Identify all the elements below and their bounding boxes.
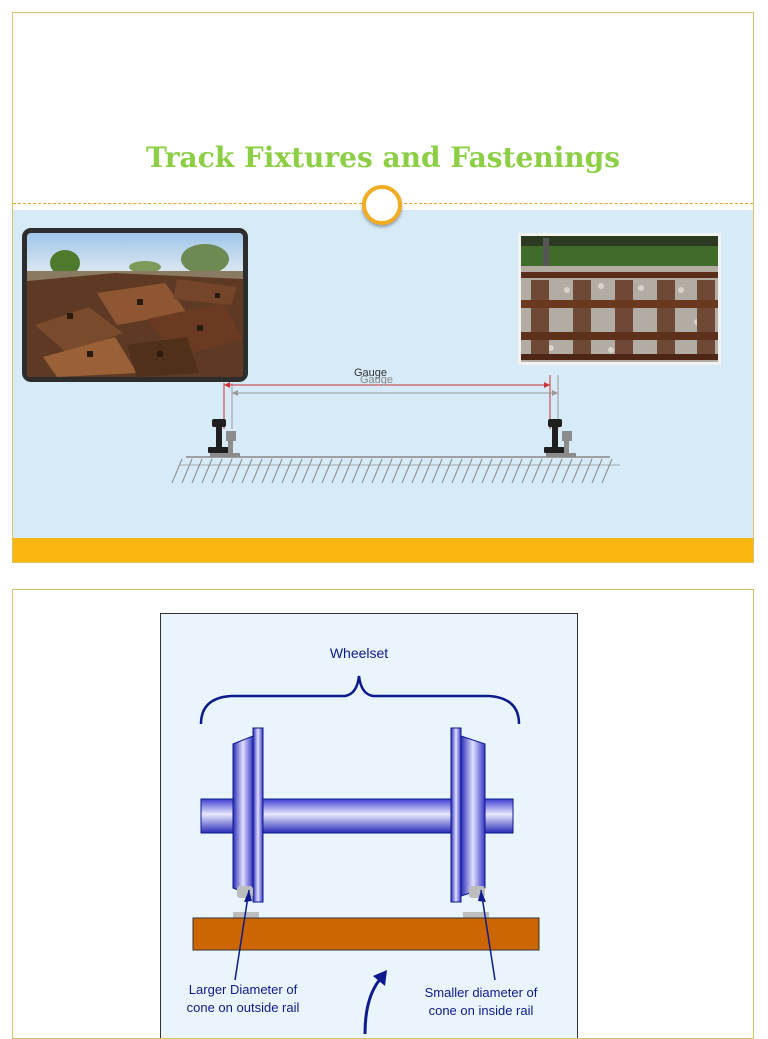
right-caption-line2: cone on inside rail <box>429 1003 534 1018</box>
slide-2: Wheelset <box>12 589 754 1039</box>
left-wheel <box>232 727 264 903</box>
left-caption-line2: cone on outside rail <box>187 1000 300 1015</box>
curved-arrow-icon <box>363 974 385 1035</box>
scrap-fastenings-photo <box>22 228 248 382</box>
slide-1: Track Fixtures and Fastenings <box>12 12 754 563</box>
gauge-label: Gauge <box>354 367 387 379</box>
rail-track-photo <box>518 233 721 365</box>
orange-footer-band <box>13 538 753 562</box>
right-caption-line1: Smaller diameter of <box>425 985 538 1000</box>
left-caption-line1: Larger Diameter of <box>189 982 298 997</box>
slide-title: Track Fixtures and Fastenings <box>146 141 620 174</box>
gauge-label-shadow: Gauge <box>360 374 393 386</box>
right-wheel <box>450 727 486 903</box>
rail-gauge-diagram: Gauge Gauge <box>171 367 620 484</box>
wheelset-diagram: Wheelset <box>160 613 578 1038</box>
wheelset-brace <box>199 675 521 725</box>
ring-ornament-icon <box>362 185 402 225</box>
right-rail-icon <box>544 419 576 457</box>
left-rail-icon <box>208 419 240 457</box>
rail-bar <box>192 917 540 951</box>
wheelset-label: Wheelset <box>330 645 388 661</box>
